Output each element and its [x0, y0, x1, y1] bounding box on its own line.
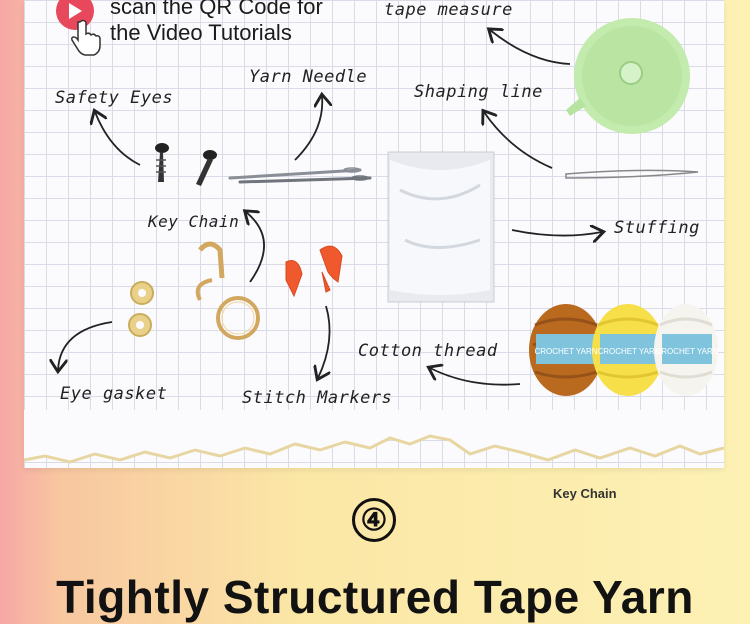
arrow-safety-eyes	[95, 112, 141, 166]
yarn-band-label-3: CROCHET YARN	[655, 347, 718, 356]
tape-measure-image	[566, 18, 690, 134]
label-yarn-needle: Yarn Needle	[249, 67, 368, 87]
yarn-needles-image	[228, 167, 372, 184]
yarn-band-label-1: CROCHET YARN	[534, 347, 597, 356]
stuffing-bag-image	[387, 151, 495, 303]
instructions-line-2: the Video Tutorials	[110, 20, 292, 45]
label-safety-eyes: Safety Eyes	[55, 88, 174, 108]
hand-pointer-icon	[71, 19, 101, 56]
arrow-key-chain	[246, 212, 265, 283]
arrow-yarn-needle	[294, 96, 322, 161]
stitch-markers-image	[285, 245, 343, 298]
section-number-badge: ④	[352, 498, 396, 542]
label-key-chain: Key Chain	[148, 212, 240, 231]
label-stuffing: Stuffing	[614, 218, 700, 238]
key-chain-image	[195, 241, 260, 340]
label-shaping-line: Shaping line	[414, 82, 543, 102]
arrow-stuffing	[511, 230, 602, 236]
tools-illustration: CROCHET YARN CROCHET YARN CROCHET YARN	[0, 18, 719, 396]
arrow-shaping-line	[484, 112, 553, 169]
shaping-line-image	[565, 169, 699, 179]
torn-paper-edge	[23, 410, 725, 464]
arrow-cotton-thread	[430, 368, 521, 386]
arrow-stitch-markers	[318, 305, 330, 378]
instructions-text: scan the QR Code for the Video Tutorials	[110, 0, 323, 46]
instructions-line-1: scan the QR Code for	[110, 0, 323, 19]
label-stitch-markers: Stitch Markers	[242, 388, 393, 408]
yarn-skeins-image	[529, 304, 718, 396]
label-eye-gasket: Eye gasket	[60, 384, 168, 404]
yarn-band-label-2: CROCHET YARN	[597, 347, 660, 356]
play-video-icon[interactable]	[56, 0, 94, 30]
safety-eyes-image	[155, 143, 217, 186]
arrow-eye-gasket	[58, 321, 113, 370]
label-cotton-thread: Cotton thread	[358, 341, 498, 361]
key-chain-caption: Key Chain	[553, 486, 617, 501]
section-headline: Tightly Structured Tape Yarn	[56, 571, 694, 623]
label-tape-measure: tape measure	[384, 0, 513, 20]
eye-gasket-image	[128, 281, 154, 337]
arrow-tape-measure	[490, 30, 571, 65]
